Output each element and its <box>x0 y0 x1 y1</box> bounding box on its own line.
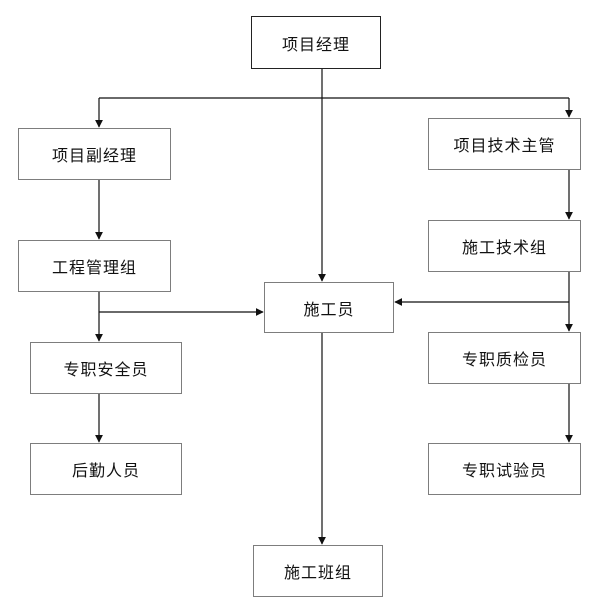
node-project-manager: 项目经理 <box>251 16 381 69</box>
node-label: 项目技术主管 <box>453 136 556 155</box>
node-tester: 专职试验员 <box>428 443 581 495</box>
node-label: 施工技术组 <box>461 238 547 257</box>
node-construction-worker: 施工员 <box>264 282 394 333</box>
node-label: 专职安全员 <box>63 360 149 379</box>
node-label: 施工员 <box>303 299 355 319</box>
node-construction-team: 施工班组 <box>253 545 383 597</box>
node-label: 专职试验员 <box>461 461 547 480</box>
node-quality-inspector: 专职质检员 <box>428 332 581 384</box>
node-technical-supervisor: 项目技术主管 <box>428 118 581 170</box>
node-label: 施工班组 <box>283 563 352 582</box>
node-logistics-staff: 后勤人员 <box>30 443 182 495</box>
node-deputy-project-manager: 项目副经理 <box>18 128 171 180</box>
node-engineering-management-group: 工程管理组 <box>18 240 171 292</box>
node-safety-officer: 专职安全员 <box>30 342 182 394</box>
node-label: 后勤人员 <box>71 461 140 480</box>
node-label: 专职质检员 <box>461 350 547 369</box>
node-label: 项目经理 <box>281 34 350 54</box>
node-construction-technical-group: 施工技术组 <box>428 220 581 272</box>
node-label: 项目副经理 <box>51 146 137 165</box>
node-label: 工程管理组 <box>51 258 137 277</box>
